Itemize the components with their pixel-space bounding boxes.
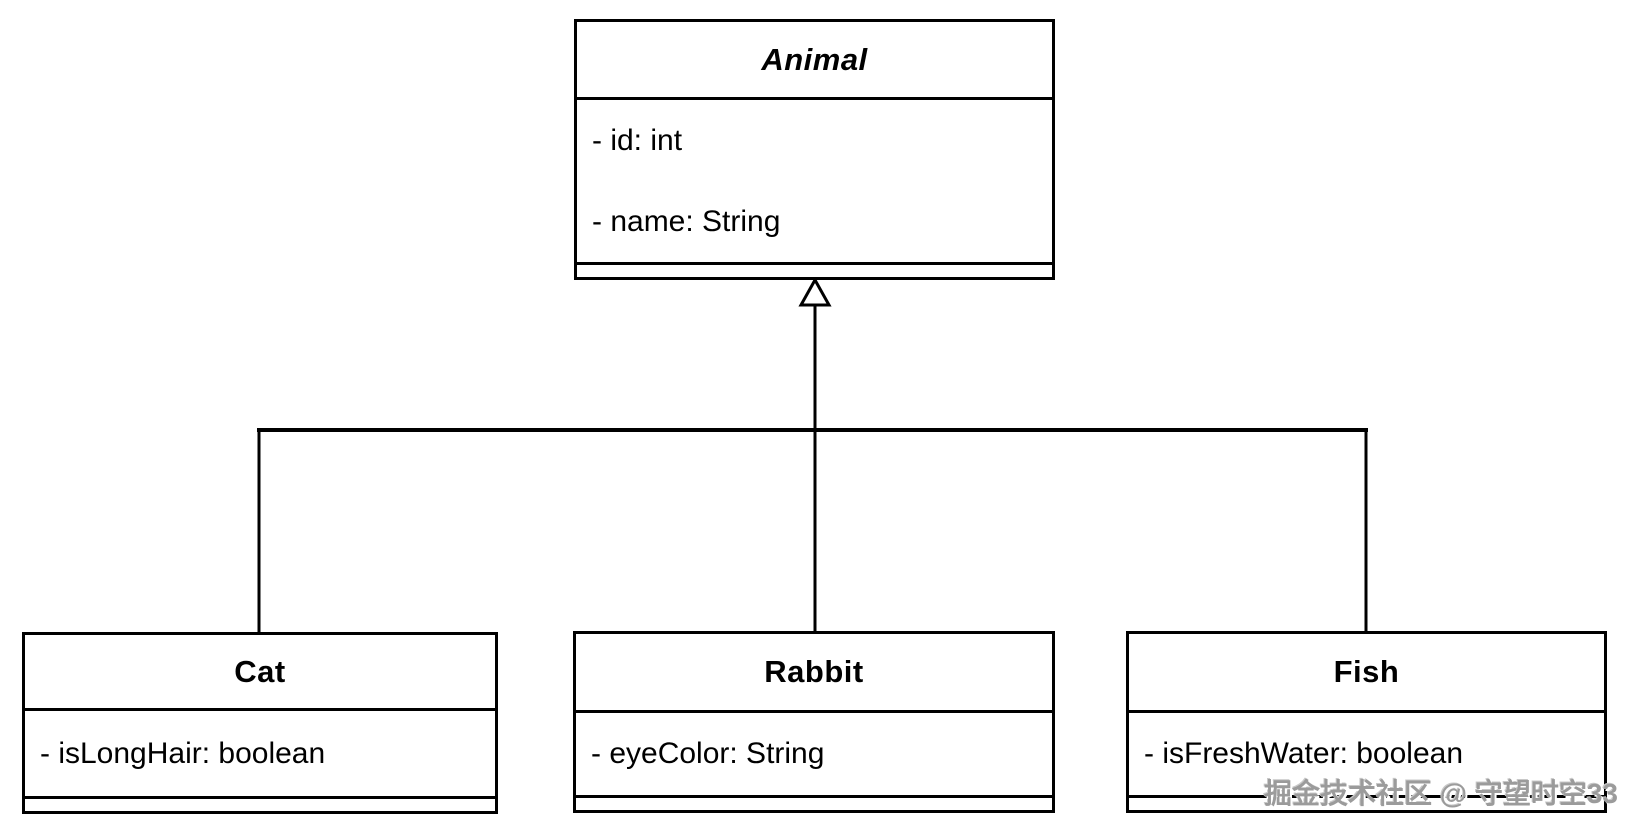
attribute-item: - isFreshWater: boolean bbox=[1144, 737, 1464, 770]
methods-compartment-empty bbox=[1129, 795, 1604, 810]
class-attributes: - id: int - name: String bbox=[577, 100, 1052, 262]
methods-compartment-empty bbox=[577, 262, 1052, 277]
generalization-arrowhead-icon bbox=[798, 276, 832, 307]
methods-compartment-empty bbox=[25, 796, 495, 811]
class-box-rabbit: Rabbit - eyeColor: String bbox=[573, 631, 1055, 813]
class-title: Cat bbox=[25, 635, 495, 711]
class-title: Fish bbox=[1129, 634, 1604, 713]
attribute-item: - eyeColor: String bbox=[591, 737, 825, 770]
methods-compartment-empty bbox=[576, 795, 1052, 810]
class-box-fish: Fish - isFreshWater: boolean bbox=[1126, 631, 1607, 813]
class-attributes: - isFreshWater: boolean bbox=[1129, 713, 1604, 795]
attribute-item: - isLongHair: boolean bbox=[40, 736, 326, 770]
class-box-animal: Animal - id: int - name: String bbox=[574, 19, 1055, 280]
watermark-text: 掘金技术社区 @ 守望时空33 bbox=[1263, 778, 1618, 809]
attribute-item: - name: String bbox=[592, 204, 781, 238]
class-title: Rabbit bbox=[576, 634, 1052, 713]
class-title: Animal bbox=[577, 22, 1052, 100]
class-attributes: - eyeColor: String bbox=[576, 713, 1052, 795]
class-box-cat: Cat - isLongHair: boolean bbox=[22, 632, 498, 814]
class-attributes: - isLongHair: boolean bbox=[25, 711, 495, 796]
attribute-item: - id: int bbox=[592, 123, 683, 157]
